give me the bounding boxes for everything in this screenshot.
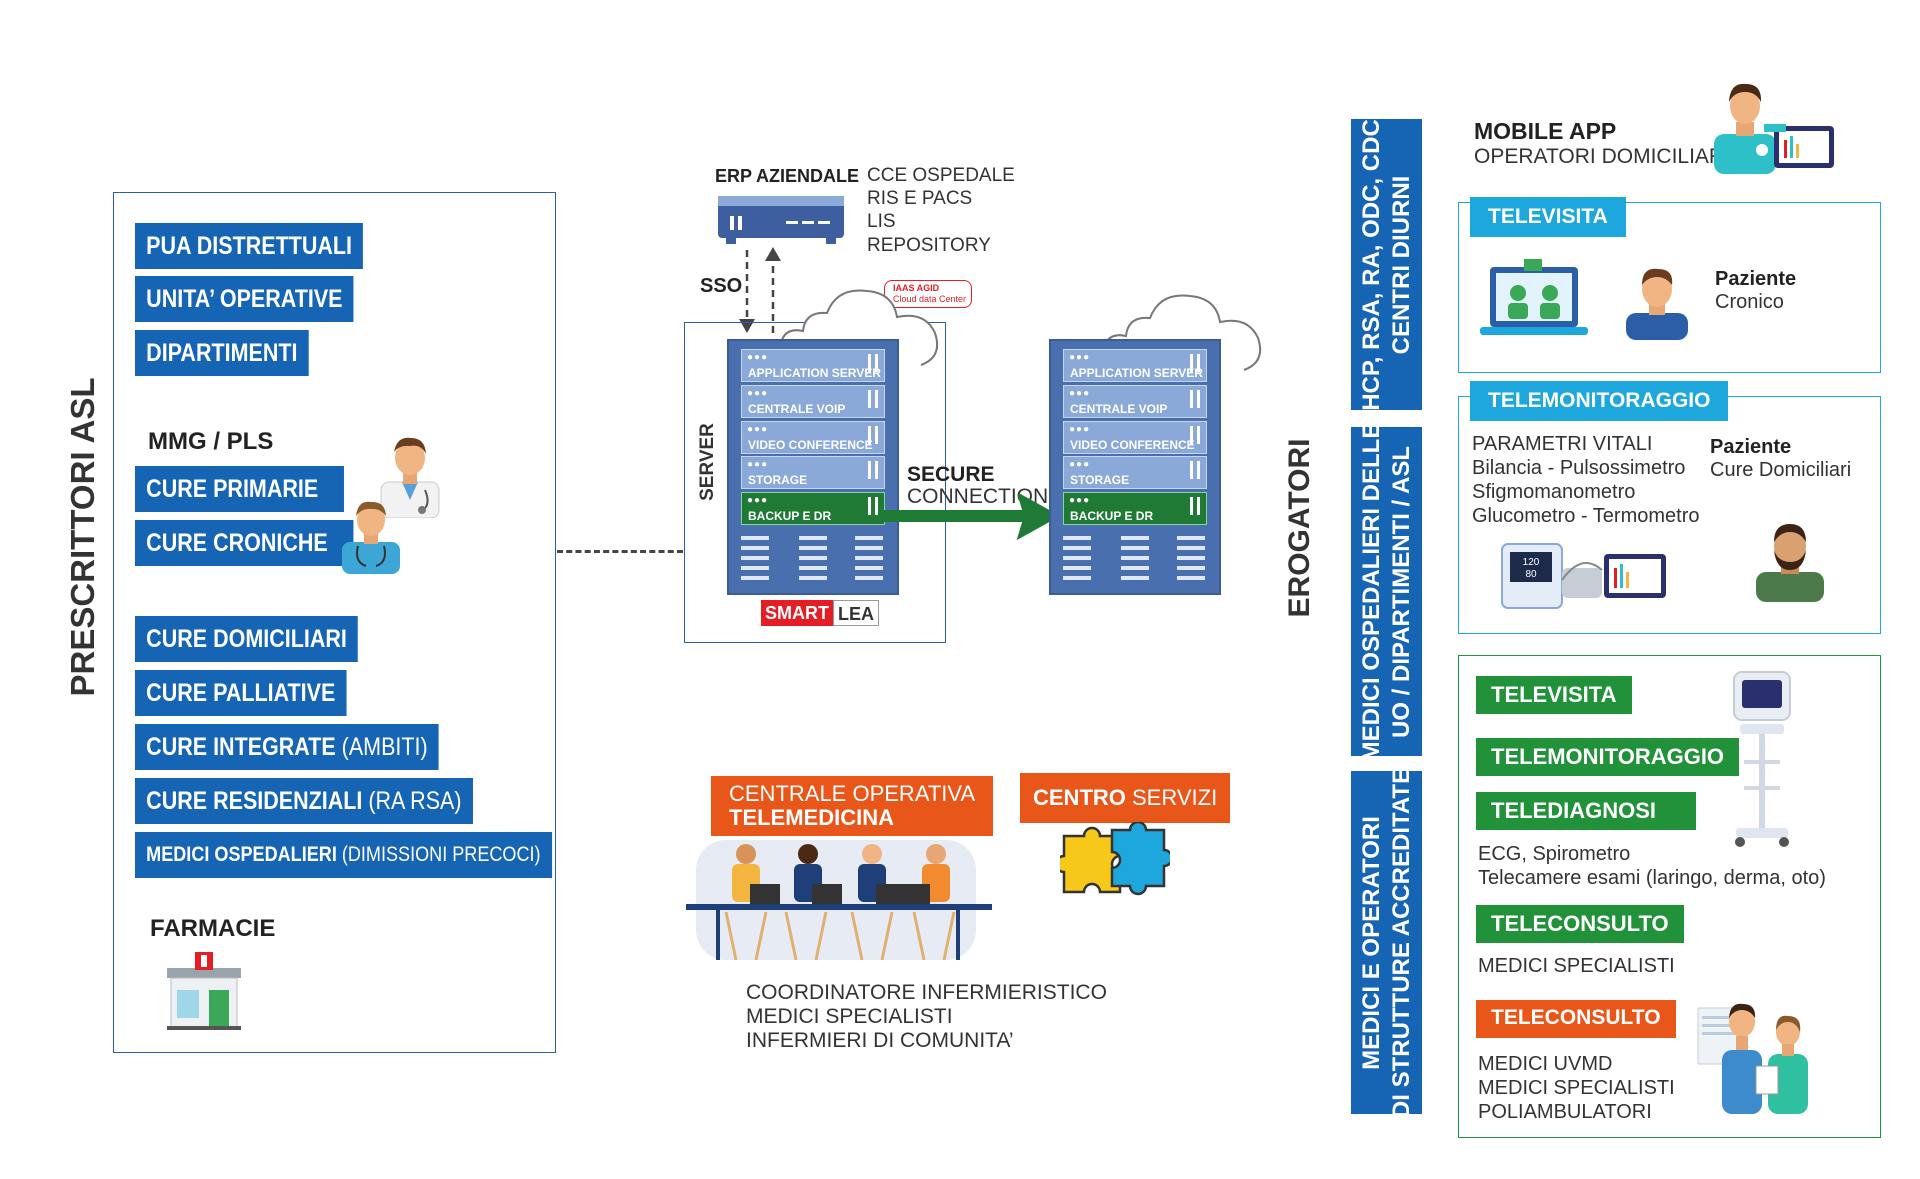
teleconsulto-green-label: TELECONSULTO bbox=[1476, 905, 1684, 943]
pharmacy-icon bbox=[167, 952, 241, 1030]
label-medici-ospedalieri: MEDICI OSPEDALIERI (DIMISSIONI PRECOCI) bbox=[135, 832, 552, 878]
mmg-pls-title: MMG / PLS bbox=[148, 428, 274, 455]
label-cure-palliative: CURE PALLIATIVE bbox=[135, 670, 347, 716]
prescrittori-panel bbox=[113, 192, 556, 1053]
telemon-param: Glucometro - Termometro bbox=[1472, 505, 1700, 527]
ecg-cart-icon bbox=[1733, 671, 1791, 847]
patient-chronic-icon bbox=[1626, 268, 1688, 340]
centrale-operativa-label: CENTRALE OPERATIVA TELEMEDICINA bbox=[711, 776, 994, 836]
staff-medici: MEDICI SPECIALISTI bbox=[746, 1005, 953, 1028]
staff-infermieri: INFERMIERI DI COMUNITA’ bbox=[746, 1029, 1014, 1052]
rack-vent bbox=[1121, 536, 1149, 580]
doctor-icon bbox=[380, 437, 440, 518]
sso-label: SSO bbox=[700, 275, 743, 297]
rack-unit-video-conference: ●●●VIDEO CONFERENCE bbox=[1063, 421, 1207, 454]
erp-title: ERP AZIENDALE bbox=[715, 166, 860, 186]
teleconsulto-orange-label: TELECONSULTO bbox=[1476, 1000, 1676, 1038]
home-operator-icon bbox=[1714, 83, 1834, 174]
label-cure-croniche: CURE CRONICHE bbox=[135, 520, 354, 566]
secure-label: SECURE bbox=[907, 463, 995, 486]
televisita-panel bbox=[1458, 202, 1881, 373]
rack-unit-centrale-voip: ●●●CENTRALE VOIP bbox=[741, 385, 885, 418]
label-cure-residenziali: CURE RESIDENZIALI (RA RSA) bbox=[135, 778, 473, 824]
label-cure-integrate: CURE INTEGRATE (AMBITI) bbox=[135, 724, 439, 770]
telemon-param: Sfigmomanometro bbox=[1472, 481, 1636, 503]
telemonitoraggio-green-label: TELEMONITORAGGIO bbox=[1476, 738, 1740, 776]
blood-pressure-monitor-icon: 120 80 bbox=[1501, 543, 1666, 609]
rack-unit-backup: ●●●BACKUP E DR bbox=[741, 492, 885, 525]
rack-unit-video-conference: ●●●VIDEO CONFERENCE bbox=[741, 421, 885, 454]
patient-chronic-title: Paziente bbox=[1715, 268, 1797, 290]
secure-connection-arrow bbox=[880, 494, 1060, 540]
staff-coordinatore: COORDINATORE INFERMIERISTICO bbox=[746, 981, 1107, 1004]
iaas-badge: IAAS AGID Cloud data Center bbox=[884, 280, 972, 308]
rack-unit-centrale-voip: ●●●CENTRALE VOIP bbox=[1063, 385, 1207, 418]
rack-vent bbox=[1177, 536, 1205, 580]
telemon-param: PARAMETRI VITALI bbox=[1472, 433, 1653, 455]
doctors-consult-icon bbox=[1697, 1003, 1808, 1114]
rack-unit-storage: ●●●STORAGE bbox=[1063, 456, 1207, 489]
televisita-label: TELEVISITA bbox=[1470, 197, 1626, 237]
operators-illustration bbox=[686, 840, 992, 961]
erp-device-icon bbox=[718, 196, 844, 244]
telediagnosi-label: TELEDIAGNOSI bbox=[1476, 792, 1697, 830]
rack-vent bbox=[1063, 536, 1091, 580]
strutture-accreditate-panel bbox=[1458, 655, 1881, 1138]
rack-unit-application-server: ●●●APPLICATION SERVER bbox=[1063, 349, 1207, 382]
bp-systolic: 120 bbox=[1523, 557, 1540, 568]
telemon-param: Bilancia - Pulsossimetro bbox=[1472, 457, 1686, 479]
telediagnosi-text: Telecamere esami (laringo, derma, oto) bbox=[1478, 867, 1826, 889]
label-pua-distrettuali: PUA DISTRETTUALI bbox=[135, 223, 364, 269]
patient-home-title: Paziente bbox=[1710, 436, 1792, 458]
label-cure-domiciliari: CURE DOMICILIARI bbox=[135, 616, 359, 662]
dashed-connector bbox=[557, 550, 683, 553]
erp-item-repository: REPOSITORY bbox=[867, 235, 991, 256]
erp-item-cce: CCE OSPEDALE bbox=[867, 165, 1015, 186]
server-rack-primary: ●●●APPLICATION SERVER ●●●CENTRALE VOIP ●… bbox=[727, 339, 899, 595]
erp-item-ris: RIS E PACS bbox=[867, 188, 973, 209]
telemonitoraggio-label: TELEMONITORAGGIO bbox=[1470, 381, 1729, 421]
rack-unit-backup: ●●●BACKUP E DR bbox=[1063, 492, 1207, 525]
video-call-laptop-icon bbox=[1480, 259, 1588, 335]
label-dipartimenti: DIPARTIMENTI bbox=[135, 330, 309, 376]
teleconsulto-green-text: MEDICI SPECIALISTI bbox=[1478, 955, 1675, 977]
nurse-icon bbox=[342, 501, 400, 574]
rack-vent bbox=[855, 536, 883, 580]
patient-home-subtitle: Cure Domiciliari bbox=[1710, 459, 1852, 481]
patient-chronic-subtitle: Cronico bbox=[1715, 291, 1784, 313]
puzzle-icon bbox=[1060, 822, 1170, 896]
mobile-app-subtitle: OPERATORI DOMICILIARI bbox=[1474, 145, 1730, 168]
teleconsulto-orange-text: POLIAMBULATORI bbox=[1478, 1101, 1652, 1123]
erp-item-lis: LIS bbox=[867, 211, 896, 232]
teleconsulto-orange-text: MEDICI UVMD bbox=[1478, 1053, 1613, 1075]
centro-servizi-label: CENTRO SERVIZI bbox=[1020, 773, 1231, 823]
connection-label: CONNECTION bbox=[907, 485, 1049, 508]
farmacie-title: FARMACIE bbox=[150, 915, 276, 942]
telediagnosi-text: ECG, Spirometro bbox=[1478, 843, 1631, 865]
label-cure-primarie: CURE PRIMARIE bbox=[135, 466, 344, 512]
rack-unit-storage: ●●●STORAGE bbox=[741, 456, 885, 489]
mobile-app-title: MOBILE APP bbox=[1474, 118, 1617, 144]
teleconsulto-orange-text: MEDICI SPECIALISTI bbox=[1478, 1077, 1675, 1099]
rack-vent bbox=[741, 536, 769, 580]
rack-vent bbox=[799, 536, 827, 580]
bp-diastolic: 80 bbox=[1525, 569, 1537, 580]
smartlea-logo: SMART LEA bbox=[761, 600, 879, 626]
rack-unit-application-server: ●●●APPLICATION SERVER bbox=[741, 349, 885, 382]
label-unita-operative: UNITA’ OPERATIVE bbox=[135, 276, 354, 322]
patient-home-icon bbox=[1756, 524, 1824, 602]
televisita-green-label: TELEVISITA bbox=[1476, 676, 1632, 714]
server-rack-dr: ●●●APPLICATION SERVER ●●●CENTRALE VOIP ●… bbox=[1049, 339, 1221, 595]
